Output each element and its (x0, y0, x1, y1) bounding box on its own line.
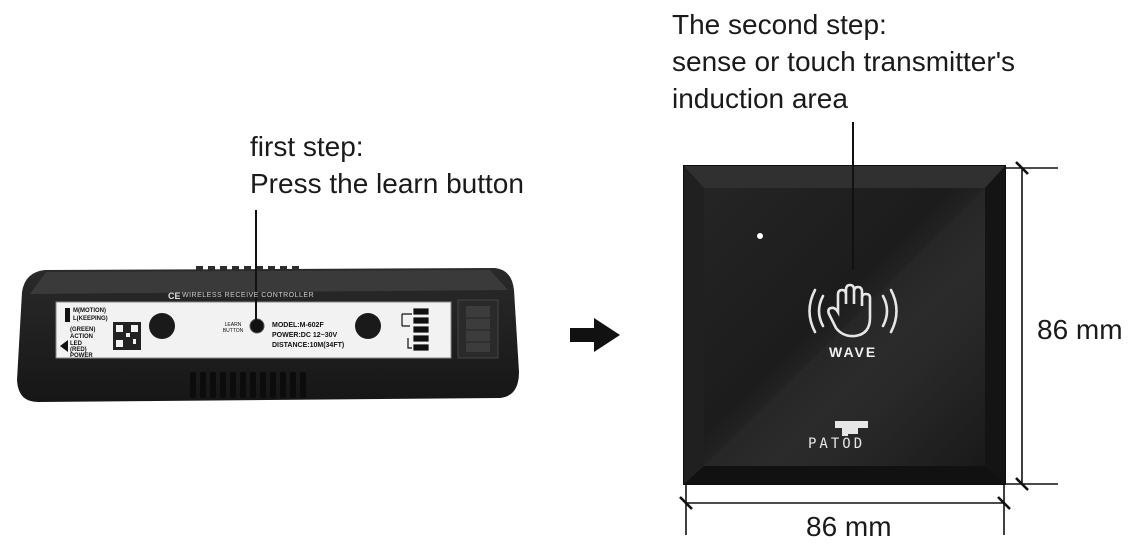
step1-title: first step: (250, 131, 364, 162)
step2-instruction-2: induction area (672, 83, 848, 114)
step1-instruction: Press the learn button (250, 168, 524, 199)
mounting-hole-left (149, 313, 175, 339)
width-dimension-line (679, 484, 1011, 535)
led-power-label: POWER (70, 353, 93, 359)
mode-m-label: M(MOTION) (73, 308, 106, 314)
power-text: POWER:DC 12~30V (272, 332, 338, 339)
qr-code (113, 322, 141, 350)
step1-caption: first step: Press the learn button (250, 128, 524, 202)
hand-wave-icon (808, 283, 898, 338)
step2-caption: The second step: sense or touch transmit… (672, 6, 1015, 117)
wireless-receive-controller (17, 266, 519, 402)
height-dimension-line (1005, 161, 1058, 491)
mounting-hole-right (355, 313, 381, 339)
distance-text: DISTANCE:10M(34FT) (272, 342, 345, 349)
width-dimension-label: 86 mm (806, 511, 892, 542)
led-arrow-icon (60, 340, 68, 352)
step2-instruction-1: sense or touch transmitter's (672, 46, 1016, 77)
led-green-label: (GREEN) (70, 327, 96, 333)
learn-button-label: LEARN BUTTON (222, 322, 244, 334)
step2-title: The second step: (672, 9, 887, 40)
controller-header-text: WIRELESS RECEIVE CONTROLLER (182, 292, 315, 299)
terminal-diagram-icon (401, 308, 429, 351)
wave-label: WAVE (829, 344, 878, 360)
bottom-vents (190, 372, 306, 398)
height-dimension-label: 86 mm (1037, 314, 1123, 345)
led-red-label: (RED) (70, 347, 87, 353)
led-label: LED (70, 341, 82, 347)
indicator-led (757, 233, 763, 239)
terminal-connector (457, 299, 499, 359)
ce-mark: CE (168, 291, 181, 301)
patod-logo-icon (835, 421, 868, 436)
right-arrow-icon (570, 318, 620, 352)
brand-name: PATOD (808, 436, 866, 452)
dip-switch-icon (65, 308, 70, 322)
mode-l-label: L(KEEPING) (73, 316, 108, 322)
model-text: MODEL:M-602F (272, 322, 324, 329)
led-action-label: ACTION (70, 334, 93, 340)
